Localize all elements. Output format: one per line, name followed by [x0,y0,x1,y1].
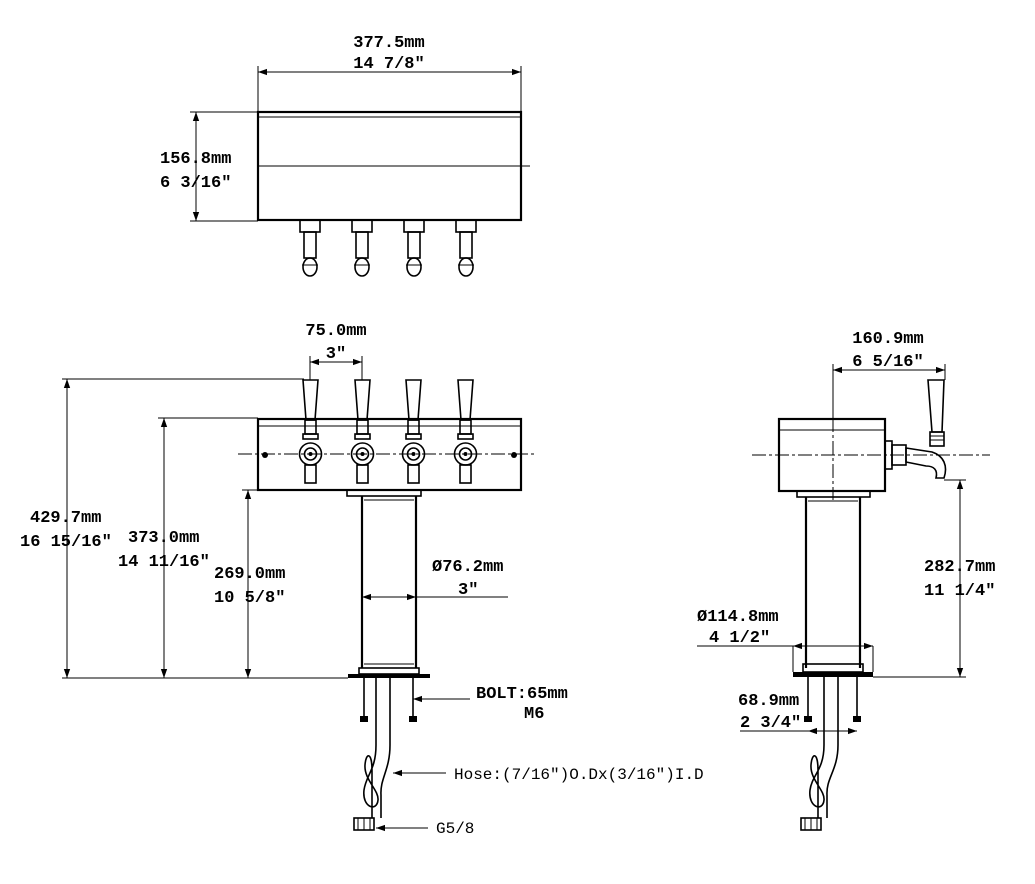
top-depth-mm-label: 156.8mm [160,150,231,169]
front-tap-handle [453,379,478,484]
side-view: 160.9mm 6 5/16" 282.7mm 11 1/4" Ø114.8mm… [697,330,995,831]
front-screw-left [262,452,268,458]
side-column-base-ring [802,663,864,673]
base-dia-in-label: 4 1/2" [709,629,770,648]
top-depth-in-label: 6 3/16" [160,174,231,193]
front-tap-handle [298,379,323,484]
front-column-collar [346,489,422,497]
bolt-note-line1: BOLT:65mm [476,685,568,704]
bolt-spacing-mm-label: 68.9mm [738,692,799,711]
front-tap-handle [401,379,426,484]
side-bolt-right-nut [853,716,861,722]
side-base-plate [793,672,873,677]
side-column-collar [796,490,871,498]
bolt-spacing-in-label: 2 3/4" [740,714,801,733]
bolt-note-line2: M6 [524,705,544,724]
fitting-note: G5/8 [436,820,474,838]
front-bolt-right-nut [409,716,417,722]
front-screw-right [511,452,517,458]
top-view-faucet [351,219,373,277]
front-bolt-left-nut [360,716,368,722]
column-dia-in-label: 3" [458,581,478,600]
top-view: 377.5mm 14 7/8" 156.8mm 6 3/16" [160,34,530,277]
spout-height-mm-label: 282.7mm [924,558,995,577]
side-faucet [884,379,947,479]
side-depth-mm-label: 160.9mm [852,330,923,349]
top-view-faucet [455,219,477,277]
spout-height-in-label: 11 1/4" [924,582,995,601]
side-hose [809,677,825,818]
front-base-plate [348,674,430,678]
head-top-height-in-label: 14 11/16" [118,553,210,572]
front-tap-handles [298,379,478,484]
front-view: 75.0mm 3" 429.7mm 16 15/16" 373.0mm 14 1… [20,322,704,838]
top-width-mm-label: 377.5mm [353,34,424,53]
head-top-height-mm-label: 373.0mm [128,529,199,548]
total-height-mm-label: 429.7mm [30,509,101,528]
head-bottom-height-mm-label: 269.0mm [214,565,285,584]
tap-spacing-in-label: 3" [326,345,346,364]
hose-note: Hose:(7/16")O.Dx(3/16")I.D [454,766,704,784]
front-hose [363,678,379,818]
top-view-faucets [299,219,477,277]
base-dia-mm-label: Ø114.8mm [697,608,779,627]
tap-spacing-mm-label: 75.0mm [305,322,366,341]
front-tap-handle [350,379,375,484]
front-column-base-ring [358,667,420,675]
total-height-in-label: 16 15/16" [20,533,112,552]
top-view-faucet [403,219,425,277]
side-depth-in-label: 6 5/16" [852,353,923,372]
front-hose-inner [380,678,391,818]
top-view-faucet [299,219,321,277]
side-hose-inner [826,677,839,818]
top-width-in-label: 14 7/8" [353,55,424,74]
head-bottom-height-in-label: 10 5/8" [214,589,285,608]
column-dia-mm-label: Ø76.2mm [432,558,503,577]
side-bolt-left-nut [804,716,812,722]
